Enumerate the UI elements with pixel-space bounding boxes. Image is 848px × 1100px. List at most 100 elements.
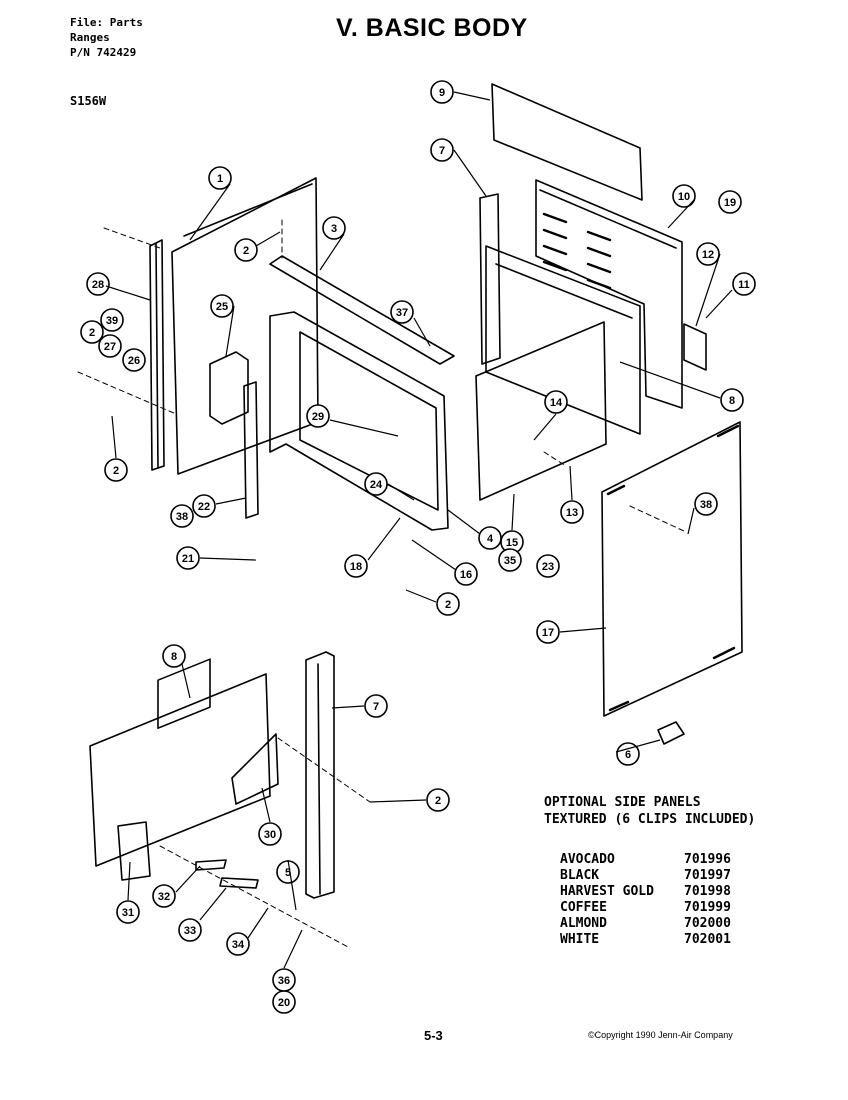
callout-34: 34 (226, 932, 250, 956)
svg-text:1: 1 (217, 173, 223, 185)
file-label: File: Parts (70, 16, 143, 29)
callout-16: 16 (454, 562, 478, 586)
svg-text:2: 2 (445, 599, 451, 611)
svg-text:21: 21 (182, 553, 194, 565)
part-4-front-frame (269, 311, 449, 531)
part-31-hinge (117, 821, 151, 881)
callout-17: 17 (536, 620, 560, 644)
optional-panels-subtitle: TEXTURED (6 CLIPS INCLUDED) (544, 812, 756, 827)
color-part-number: 702000 (684, 916, 731, 931)
svg-text:18: 18 (350, 561, 362, 573)
svg-text:10: 10 (678, 191, 690, 203)
svg-text:19: 19 (724, 197, 736, 209)
callout-29: 29 (306, 404, 330, 428)
color-part-number: 702001 (684, 932, 731, 947)
callout-5: 5 (276, 860, 300, 884)
svg-text:20: 20 (278, 997, 290, 1009)
svg-text:5: 5 (285, 867, 291, 879)
page-title: V. BASIC BODY (336, 14, 528, 42)
svg-text:2: 2 (243, 245, 249, 257)
svg-text:34: 34 (232, 939, 245, 951)
callout-2a: 2 (234, 238, 258, 262)
part-17-right-side-panel (601, 421, 743, 717)
copyright-notice: ©Copyright 1990 Jenn-Air Company (588, 1030, 733, 1040)
callout-2d: 2 (436, 592, 460, 616)
callout-23: 23 (536, 554, 560, 578)
svg-text:4: 4 (487, 533, 494, 545)
callout-19: 19 (718, 190, 742, 214)
svg-text:25: 25 (216, 301, 228, 313)
svg-text:22: 22 (198, 501, 210, 513)
svg-text:14: 14 (550, 397, 563, 409)
svg-text:38: 38 (176, 511, 188, 523)
svg-text:29: 29 (312, 411, 324, 423)
callout-7a: 7 (430, 138, 454, 162)
svg-text:11: 11 (738, 279, 750, 291)
color-part-number: 701999 (684, 900, 731, 915)
color-name: ALMOND (560, 916, 607, 931)
callout-2b: 2 (80, 320, 104, 344)
color-part-number: 701996 (684, 852, 731, 867)
svg-text:27: 27 (104, 341, 116, 353)
svg-text:26: 26 (128, 355, 140, 367)
callout-28: 28 (86, 272, 110, 296)
part-32-bracket (195, 859, 227, 871)
callout-2c: 2 (104, 458, 128, 482)
part-33-strip (219, 877, 259, 889)
svg-text:9: 9 (439, 87, 445, 99)
callout-38a: 38 (694, 492, 718, 516)
callout-4: 4 (478, 526, 502, 550)
svg-text:33: 33 (184, 925, 196, 937)
svg-text:24: 24 (370, 479, 383, 491)
callout-33: 33 (178, 918, 202, 942)
part-7-rear-frame (479, 193, 501, 365)
svg-text:28: 28 (92, 279, 104, 291)
part-25-module (209, 351, 249, 425)
svg-text:37: 37 (396, 307, 408, 319)
color-name: AVOCADO (560, 852, 615, 867)
optional-panels-title: OPTIONAL SIDE PANELS (544, 795, 701, 810)
part-8-liner-detail (89, 673, 271, 867)
callout-26: 26 (122, 348, 146, 372)
callout-10: 10 (672, 184, 696, 208)
svg-text:30: 30 (264, 829, 276, 841)
part-6-clip (657, 721, 685, 745)
callout-12: 12 (696, 242, 720, 266)
callout-25: 25 (210, 294, 234, 318)
color-name: WHITE (560, 932, 600, 947)
svg-text:32: 32 (158, 891, 170, 903)
svg-text:15: 15 (506, 537, 518, 549)
part-30-gusset (231, 733, 279, 805)
color-name: COFFEE (560, 900, 607, 915)
part-number-label: P/N 742429 (70, 46, 137, 59)
model-number: S156W (70, 94, 107, 108)
svg-text:3: 3 (331, 223, 337, 235)
color-name: HARVEST GOLD (560, 884, 654, 899)
svg-text:31: 31 (122, 907, 134, 919)
callout-35: 35 (498, 548, 522, 572)
svg-text:39: 39 (106, 315, 118, 327)
callout-36: 36 (272, 968, 296, 992)
svg-text:13: 13 (566, 507, 578, 519)
svg-text:2: 2 (113, 465, 119, 477)
svg-text:12: 12 (702, 249, 714, 261)
callout-11: 11 (732, 272, 756, 296)
svg-text:8: 8 (171, 651, 177, 663)
svg-text:38: 38 (700, 499, 712, 511)
part-15-oven-side (475, 321, 607, 501)
part-8-rear-liner (485, 245, 641, 435)
svg-text:7: 7 (373, 701, 379, 713)
color-part-number: 701998 (684, 884, 731, 899)
part-7-vertical-channel (305, 651, 335, 899)
callout-20: 20 (272, 990, 296, 1014)
svg-text:35: 35 (504, 555, 516, 567)
callout-2e: 2 (426, 788, 450, 812)
svg-text:2: 2 (435, 795, 441, 807)
callout-9: 9 (430, 80, 454, 104)
callout-27: 27 (98, 334, 122, 358)
svg-text:36: 36 (278, 975, 290, 987)
callout-32: 32 (152, 884, 176, 908)
callout-31: 31 (116, 900, 140, 924)
category-label: Ranges (70, 31, 110, 44)
